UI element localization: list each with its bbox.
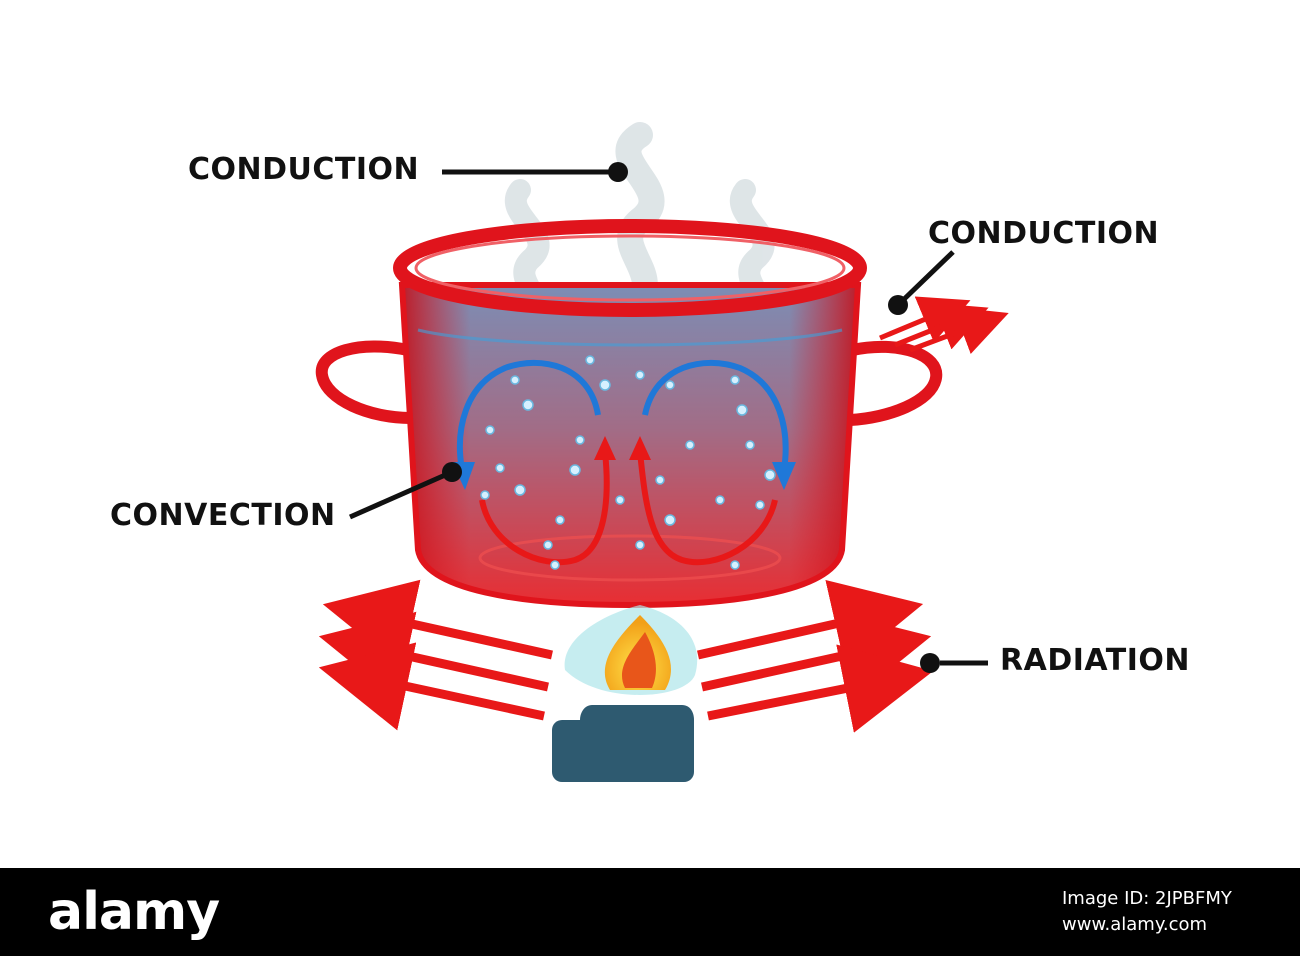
radiation-label: RADIATION — [1000, 643, 1191, 678]
radiation-arrows-right — [697, 580, 934, 733]
convection-label: CONVECTION — [110, 498, 336, 533]
pot-handle-right — [849, 340, 943, 426]
leader-lines — [348, 162, 988, 673]
image-id: Image ID: 2JPBFMY — [1062, 888, 1232, 909]
bubble-icon — [480, 355, 776, 570]
conduction-top-label: CONDUCTION — [188, 152, 420, 187]
site-url: www.alamy.com — [1062, 914, 1208, 935]
flame-icon — [564, 605, 698, 695]
watermark-footer: alamy — [0, 868, 1300, 956]
burner-icon — [552, 705, 694, 782]
conduction-right-label: CONDUCTION — [928, 216, 1160, 251]
conduction-arrows — [879, 296, 1009, 354]
brand-logo: alamy — [48, 882, 220, 942]
pot-handle-left — [315, 340, 411, 424]
convection-arrows — [452, 359, 796, 566]
pot-icon — [393, 219, 867, 609]
heat-transfer-diagram — [315, 122, 1009, 782]
radiation-arrows-left — [318, 579, 553, 731]
